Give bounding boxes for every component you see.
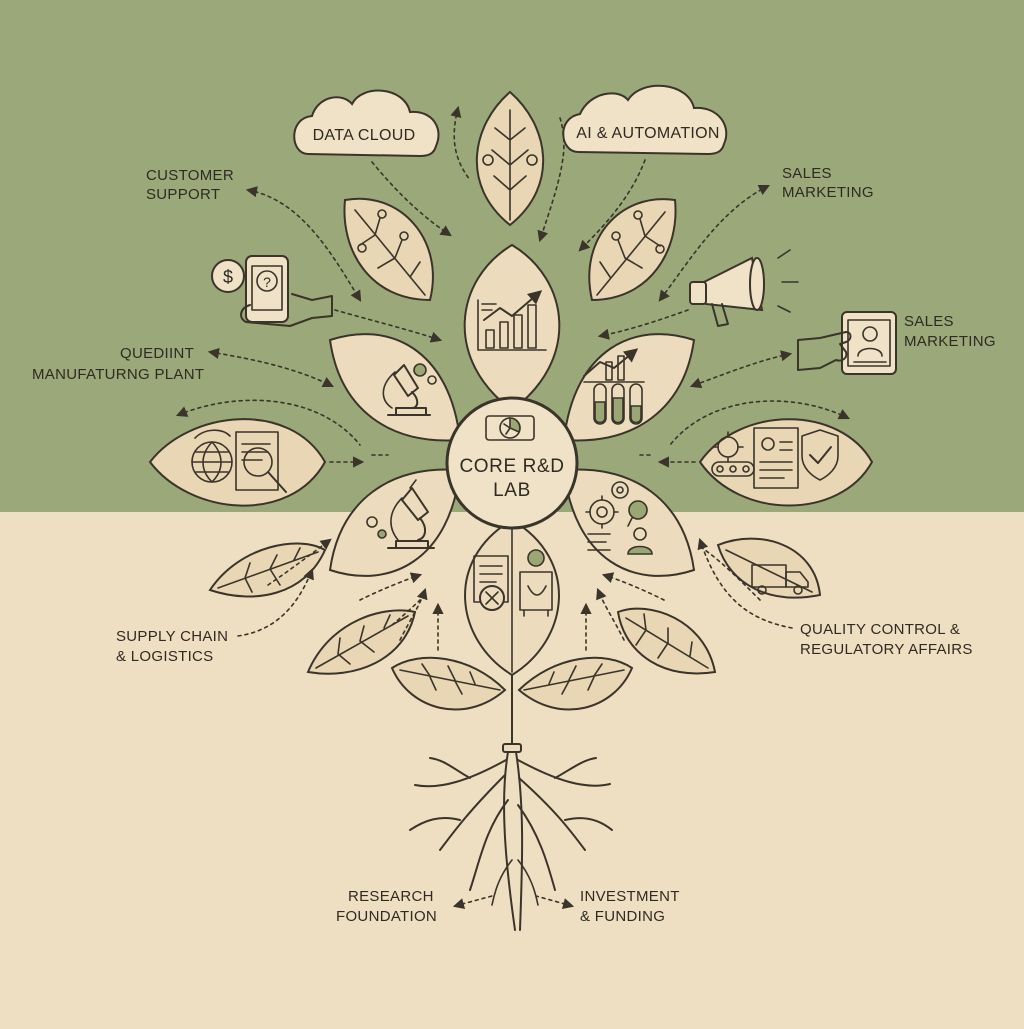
leaf-lower-right-2: [616, 607, 717, 675]
cloud-ai-label: AI & AUTOMATION: [576, 125, 719, 142]
sales-top-line1: SALES: [782, 165, 832, 182]
leaf-top: [476, 90, 544, 227]
customer-support-line2: SUPPORT: [146, 186, 220, 203]
cloud-data: DATA CLOUD: [293, 89, 440, 158]
sales-mid-line2: MARKETING: [904, 333, 996, 350]
question-glyph: ?: [263, 274, 271, 290]
sprout-leaf-right: [517, 656, 634, 711]
customer-support-line1: CUSTOMER: [146, 167, 234, 184]
connectors: [175, 105, 851, 910]
roots: [409, 669, 613, 931]
petal-upper-right-testtubes: [562, 333, 696, 442]
leaf-lower-right-truck: [716, 537, 822, 599]
center-title-line2: LAB: [493, 480, 531, 501]
label-quality-control: QUALITY CONTROL & REGULATORY AFFAIRS: [800, 621, 973, 658]
investment-line1: INVESTMENT: [580, 888, 680, 905]
sprout-leaf-left: [390, 656, 507, 711]
leaf-right-documents: [698, 418, 874, 507]
label-supply-chain: SUPPLY CHAIN & LOGISTICS: [116, 628, 228, 665]
sales-top-line2: MARKETING: [782, 184, 874, 201]
research-line2: FOUNDATION: [336, 908, 437, 925]
cloud-data-label: DATA CLOUD: [313, 127, 416, 144]
quality-line1: QUALITY CONTROL &: [800, 621, 960, 638]
manufacturing-line2: MANUFATURNG PLANT: [32, 366, 204, 383]
manufacturing-line1: QUEDIINT: [120, 345, 194, 362]
supply-chain-line1: SUPPLY CHAIN: [116, 628, 228, 645]
petal-lower-right-team: [562, 468, 696, 577]
petal-upper-left-microscope: [328, 333, 462, 442]
research-line1: RESEARCH: [348, 888, 434, 905]
label-sales-marketing-mid: SALES MARKETING: [904, 313, 996, 350]
label-sales-marketing-top: SALES MARKETING: [782, 165, 874, 201]
supply-chain-line2: & LOGISTICS: [116, 648, 214, 665]
sales-mid-line1: SALES: [904, 313, 954, 330]
cloud-ai: AI & AUTOMATION: [562, 84, 728, 156]
leaf-left-magnifier: [148, 418, 327, 507]
investment-line2: & FUNDING: [580, 908, 665, 925]
label-customer-support: CUSTOMER SUPPORT: [146, 167, 234, 203]
label-investment-funding: INVESTMENT & FUNDING: [580, 888, 680, 925]
center-hub: CORE R&D LAB: [445, 396, 579, 530]
leaf-lower-left-1: [208, 542, 327, 598]
dollar-glyph: $: [223, 267, 233, 287]
tablet-hand-icon: [797, 311, 897, 375]
label-research-foundation: RESEARCH FOUNDATION: [336, 888, 437, 925]
quality-line2: REGULATORY AFFAIRS: [800, 641, 973, 658]
center-title-line1: CORE R&D: [459, 456, 564, 477]
label-manufacturing: QUEDIINT MANUFATURNG PLANT: [32, 345, 204, 383]
